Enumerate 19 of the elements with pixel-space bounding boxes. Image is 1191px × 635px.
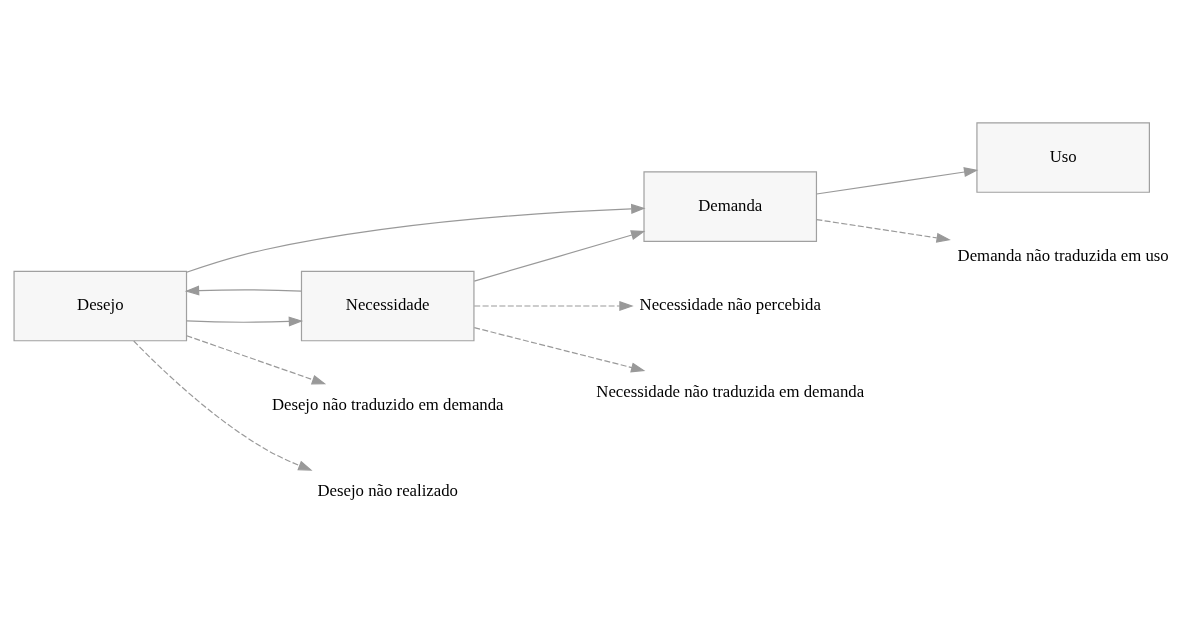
node-box: Desejo [13, 270, 188, 341]
arrow [186, 334, 327, 384]
arrow [186, 203, 646, 273]
arrow [473, 300, 634, 311]
node-box: Uso [976, 121, 1150, 193]
arrow [473, 229, 646, 282]
arrow [815, 218, 951, 243]
node-text: Desejo não traduzido em demanda [271, 394, 504, 414]
arrow [133, 339, 313, 471]
node-box: Demanda [643, 170, 818, 242]
node-text: Desejo não realizado [317, 480, 458, 500]
arrow [473, 326, 646, 372]
arrow [186, 315, 304, 326]
node-text: Demanda não traduzida em uso [957, 245, 1169, 265]
node-text: Necessidade não traduzida em demanda [596, 381, 865, 401]
arrow [815, 166, 979, 195]
node-box: Necessidade [300, 270, 475, 341]
node-text: Necessidade não percebida [639, 294, 821, 314]
arrow [184, 285, 302, 296]
